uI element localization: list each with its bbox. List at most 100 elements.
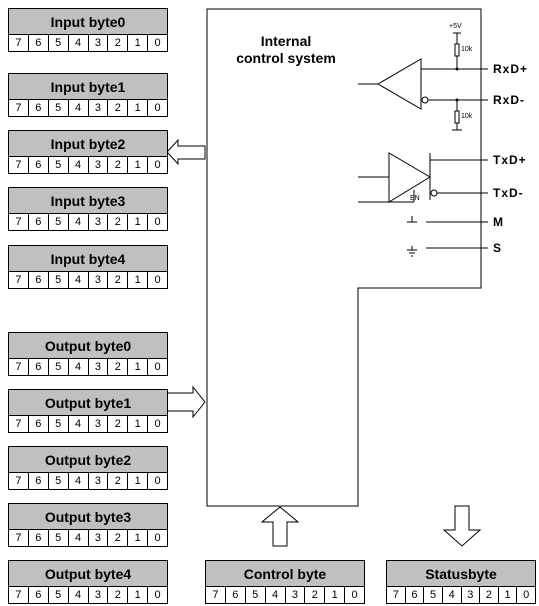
bit-cell: 1 xyxy=(128,157,149,173)
input-arrow-icon xyxy=(166,138,206,166)
bit-cell: 4 xyxy=(69,157,89,173)
bit-cell: 1 xyxy=(128,587,149,603)
bit-cell: 0 xyxy=(154,418,161,430)
bit-cell: 4 xyxy=(443,587,462,603)
bit-cell: 4 xyxy=(69,359,89,375)
bit-cell: 6 xyxy=(29,587,49,603)
bit-cell: 6 xyxy=(29,416,49,432)
bit-cell: 1 xyxy=(499,587,518,603)
internal-label-line2: control system xyxy=(236,50,336,66)
bit-cell: 4 xyxy=(69,35,89,51)
bit-cell: 6 xyxy=(29,35,49,51)
status-arrow-icon xyxy=(442,505,482,547)
input-byte-title: Input byte3 xyxy=(8,187,168,214)
bit-cell: 1 xyxy=(128,100,149,116)
bit-cell: 5 xyxy=(49,157,69,173)
resistor2-label: 10k xyxy=(461,113,473,120)
bit-cell: 3 xyxy=(462,587,481,603)
bit-cell: 0 xyxy=(154,216,161,228)
bit-cell: 1 xyxy=(128,272,149,288)
bit-cell: 4 xyxy=(69,587,89,603)
bit-cell: 6 xyxy=(226,587,246,603)
bit-cell: 7 xyxy=(9,100,29,116)
internal-control-outline xyxy=(206,8,482,507)
bit-cell: 7 xyxy=(9,416,29,432)
bit-cell: 6 xyxy=(29,530,49,546)
bit-cell: 7 xyxy=(9,473,29,489)
bit-cell: 2 xyxy=(108,416,129,432)
bit-cell: 0 xyxy=(154,102,161,114)
bit-cell: 2 xyxy=(108,100,129,116)
bit-cell: 2 xyxy=(108,530,129,546)
output-byte-title: Output byte0 xyxy=(8,332,168,359)
bit-cell: 7 xyxy=(9,272,29,288)
bit-cell: 4 xyxy=(69,416,89,432)
output-byte-title: Output byte1 xyxy=(8,389,168,416)
bit-cell: 1 xyxy=(128,416,149,432)
bit-cell: 7 xyxy=(387,587,406,603)
bit-cell: 4 xyxy=(69,272,89,288)
bit-cell: 5 xyxy=(49,416,69,432)
bit-cell: 3 xyxy=(89,100,109,116)
bit-cell: 4 xyxy=(266,587,286,603)
bit-cell: 1 xyxy=(128,359,149,375)
internal-label-line1: Internal xyxy=(260,33,312,49)
output-byte-title: Output byte2 xyxy=(8,446,168,473)
bit-cell: 4 xyxy=(69,100,89,116)
bit-cell: 5 xyxy=(49,530,69,546)
bit-cell: 2 xyxy=(480,587,499,603)
bit-cell: 0 xyxy=(351,589,358,601)
bit-cell: 4 xyxy=(69,530,89,546)
s-label: S xyxy=(493,241,503,255)
bit-cell: 0 xyxy=(154,475,161,487)
bit-cell: 6 xyxy=(29,272,49,288)
bit-cell: 6 xyxy=(29,157,49,173)
txd-plus-label: TxD+ xyxy=(493,153,527,167)
bit-cell: 2 xyxy=(108,473,129,489)
bit-cell: 1 xyxy=(128,214,149,230)
bit-cell: 7 xyxy=(9,157,29,173)
bit-cell: 1 xyxy=(128,530,149,546)
bit-cell: 5 xyxy=(49,214,69,230)
output-byte-title: Output byte4 xyxy=(8,560,168,587)
control-byte-title: Control byte xyxy=(205,560,365,587)
bit-cell: 3 xyxy=(89,35,109,51)
input-byte-title: Input byte2 xyxy=(8,130,168,157)
bit-cell: 6 xyxy=(29,100,49,116)
input-byte-title: Input byte4 xyxy=(8,245,168,272)
bit-cell: 7 xyxy=(9,35,29,51)
bit-cell: 2 xyxy=(305,587,326,603)
v5-label: +5V xyxy=(449,23,462,30)
bit-cell: 3 xyxy=(89,214,109,230)
txd-minus-label: TxD- xyxy=(493,186,524,200)
bit-cell: 3 xyxy=(89,416,109,432)
bit-cell: 3 xyxy=(89,272,109,288)
output-byte-title: Output byte3 xyxy=(8,503,168,530)
bit-cell: 5 xyxy=(49,272,69,288)
receiver-triangle xyxy=(377,58,422,110)
resistor1-label: 10k xyxy=(461,46,473,53)
output-arrow-icon xyxy=(166,385,206,419)
bit-cell: 4 xyxy=(69,214,89,230)
internal-control-label: Internal control system xyxy=(236,33,336,67)
bit-cell: 5 xyxy=(49,100,69,116)
bit-cell: 2 xyxy=(108,272,129,288)
